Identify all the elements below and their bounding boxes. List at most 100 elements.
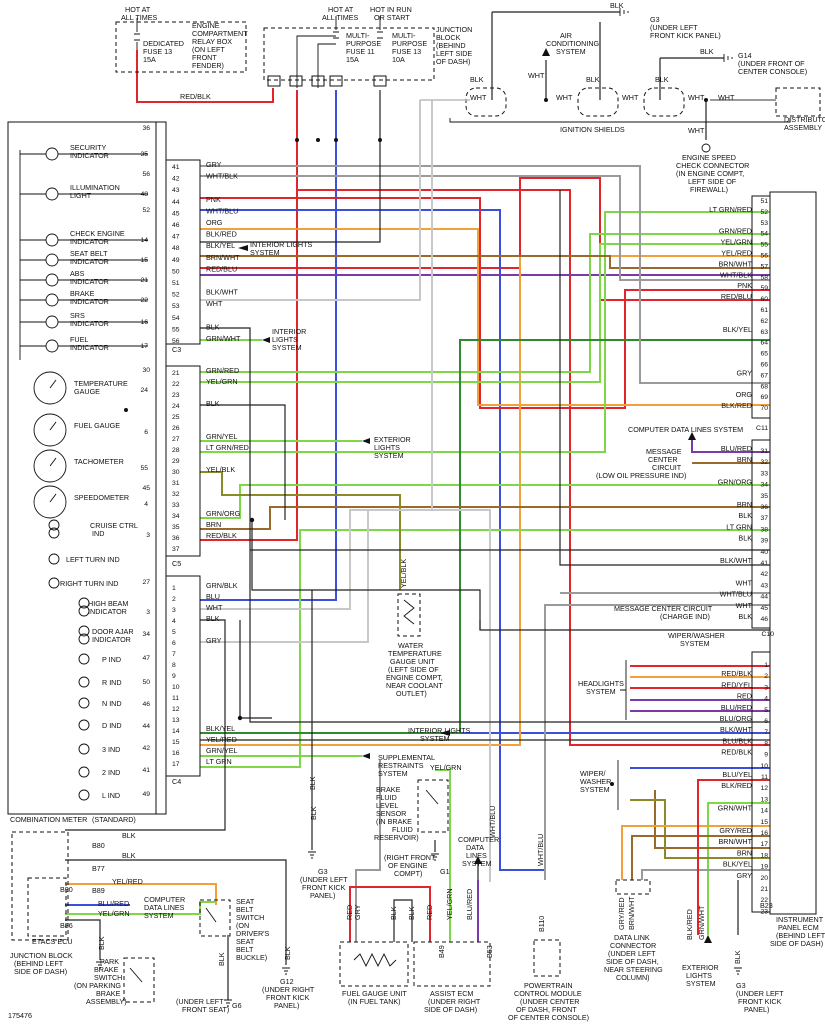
c3-rows-pin-15: 56 <box>172 338 180 345</box>
bottom-label-47: COLUMN) <box>616 973 650 982</box>
label-c5: C5 <box>172 559 181 568</box>
ecm-label-2: CENTER <box>648 455 678 464</box>
ecm-pin-ecm_c11_wires-15: 66 <box>760 362 768 369</box>
c3-rows-pin-8: 49 <box>172 257 180 264</box>
c4-rows-pin-13: 14 <box>172 728 180 735</box>
indicator-lamp-icon-7 <box>45 339 59 353</box>
ecm-pin-ecm_c11_wires-19: 70 <box>760 405 768 412</box>
ecm-pin-ecm_mid_wires-8: 39 <box>760 538 768 545</box>
g14-ground-symbol <box>723 54 733 62</box>
ecm-pin-ecm_c11_wires-18: 69 <box>760 394 768 401</box>
top-label-29: G3 <box>650 15 660 24</box>
middle-label-25: YEL/GRN <box>430 763 462 772</box>
vtag-gry: GRY <box>353 904 362 920</box>
ecm-color-ecm_mid_wires-13: WHT/BLU <box>720 590 752 599</box>
ecm-color-ecm_c10_wires-6: BLK/WHT <box>720 725 753 734</box>
connector-c5 <box>165 365 201 557</box>
bottom-label-3: B89 <box>92 886 105 895</box>
ecm-pin-ecm_c10_wires-8: 9 <box>764 752 768 759</box>
middle-components <box>11 98 742 1007</box>
bottom-label-44: (UNDER LEFT <box>608 949 656 958</box>
middle-label-22: (IN BRAKE <box>376 817 412 826</box>
wire-blk-ecm37 <box>251 520 770 631</box>
label-c10: C10 <box>762 631 775 638</box>
indicator-label-2: CHECK ENGINE <box>70 229 125 238</box>
c5-rows-pin-9: 30 <box>172 469 180 476</box>
middle-label-13: GAUGE UNIT <box>390 657 435 666</box>
top-label-9: FRONT <box>192 53 217 62</box>
g12b-ground-icon <box>282 967 290 975</box>
wire-wht-blk-c3-42 <box>200 175 770 281</box>
indicator-lamp-icon-2 <box>45 233 59 247</box>
indicator-label-4: ABS <box>70 269 85 278</box>
middle-label-34: G3 <box>318 867 328 876</box>
middle-label-6: LIGHTS <box>374 443 400 452</box>
vtag-blk-g12a: BLK <box>308 776 317 790</box>
wire-yel-grn-c5-22 <box>200 243 770 383</box>
wire-blu-red-ecm31 <box>691 440 770 453</box>
ecm-pin-ecm_c10_wires-14: 15 <box>760 819 768 826</box>
top-label-2: DEDICATED <box>143 39 184 48</box>
top-wire-tag-4: BLK <box>586 75 600 84</box>
meter-lamp-icon-door_ajar_1 <box>78 625 90 637</box>
combination-meter-title: COMBINATION METER <box>10 815 87 824</box>
combination-meter-box <box>7 121 157 815</box>
ecm-pin-ecm_c11_wires-2: 53 <box>760 220 768 227</box>
middle-label-11: WATER <box>398 641 423 650</box>
wire-gry-ecm20 <box>641 869 770 880</box>
c4-rows-color-13: BLK/YEL <box>206 724 235 733</box>
ecm-color-ecm_c10_wires-13: GRN/WHT <box>718 804 753 813</box>
indicator-pin-1: 48 <box>140 191 148 198</box>
top-label-3: FUSE 13 <box>143 47 172 56</box>
powertrain-control-module <box>533 939 561 977</box>
ecm-pin-ecm_c10_wires-12: 13 <box>760 796 768 803</box>
c5-rows-pin-12: 33 <box>172 502 180 509</box>
bottom-label-51: G3 <box>736 981 746 990</box>
middle-label-23: FLUID <box>392 825 413 834</box>
ecm-pin-ecm_mid_wires-14: 45 <box>760 605 768 612</box>
c5-rows-pin-13: 34 <box>172 513 180 520</box>
bottom-label-32: FUEL GAUGE UNIT <box>342 989 407 998</box>
c5-rows-pin-5: 26 <box>172 425 180 432</box>
ecm-color-ecm_c10_wires-16: BRN/WHT <box>718 837 752 846</box>
bottom-label-4: B86 <box>60 921 73 930</box>
indicator-label2-4: INDICATOR <box>70 277 109 286</box>
ecm-pin-ecm_c10_wires-17: 18 <box>760 852 768 859</box>
ecm-label-12: SYSTEM <box>420 734 450 743</box>
ecm-pin-ecm_c11_wires-4: 55 <box>760 242 768 249</box>
indicator-pin-4: 21 <box>140 277 148 284</box>
seat-belt-switch <box>199 899 231 937</box>
bottom-label-28: ASSEMBLY) <box>86 997 127 1006</box>
ecm-pin-ecm_mid_wires-4: 35 <box>760 493 768 500</box>
ecm-pin-ecm_mid_wires-12: 43 <box>760 582 768 589</box>
ecm-color-ecm_c11_wires-12: BLK/YEL <box>723 325 752 334</box>
indicator-pin-6: 16 <box>140 319 148 326</box>
c3-rows-color-4: WHT/BLU <box>206 206 238 215</box>
ecm-pin-ecm_mid_wires-13: 44 <box>760 594 768 601</box>
middle-label-30: COMPUTER <box>458 835 499 844</box>
ac-arrow-icon <box>542 48 550 56</box>
vtag-blk-pbs: BLK <box>97 936 106 950</box>
bottom-label-40: OF DASH, FRONT <box>516 1005 577 1014</box>
c4-rows-pin-8: 9 <box>172 673 176 680</box>
assist-ecm <box>413 941 491 987</box>
meter-extra-pin-9: 47 <box>142 655 150 662</box>
bottom-label-49: LIGHTS <box>686 971 712 980</box>
top-label-5: ENGINE <box>192 21 220 30</box>
c3-rows-pin-0: 41 <box>172 164 180 171</box>
wire-wht-blu-pcm <box>544 604 770 880</box>
c4-rows-pin-11: 12 <box>172 706 180 713</box>
wire-wht-c4-3 <box>200 100 433 610</box>
g6-ground-icon <box>224 999 232 1007</box>
indicator-label-1: ILLUMINATION <box>70 183 120 192</box>
c3-rows-color-11: BLK/WHT <box>206 288 239 297</box>
connector-b44 <box>267 75 281 87</box>
ecm-color-ecm_mid_wires-14: WHT <box>736 601 753 610</box>
top-label-27: OF DASH) <box>436 57 470 66</box>
c3-rows-color-6: BLK/RED <box>206 230 237 239</box>
c3-rows-color-14: BLK <box>206 322 220 331</box>
top-label-10: FENDER) <box>192 61 224 70</box>
wire-blk-b77 <box>65 859 287 965</box>
c5-rows-pin-15: 36 <box>172 535 180 542</box>
